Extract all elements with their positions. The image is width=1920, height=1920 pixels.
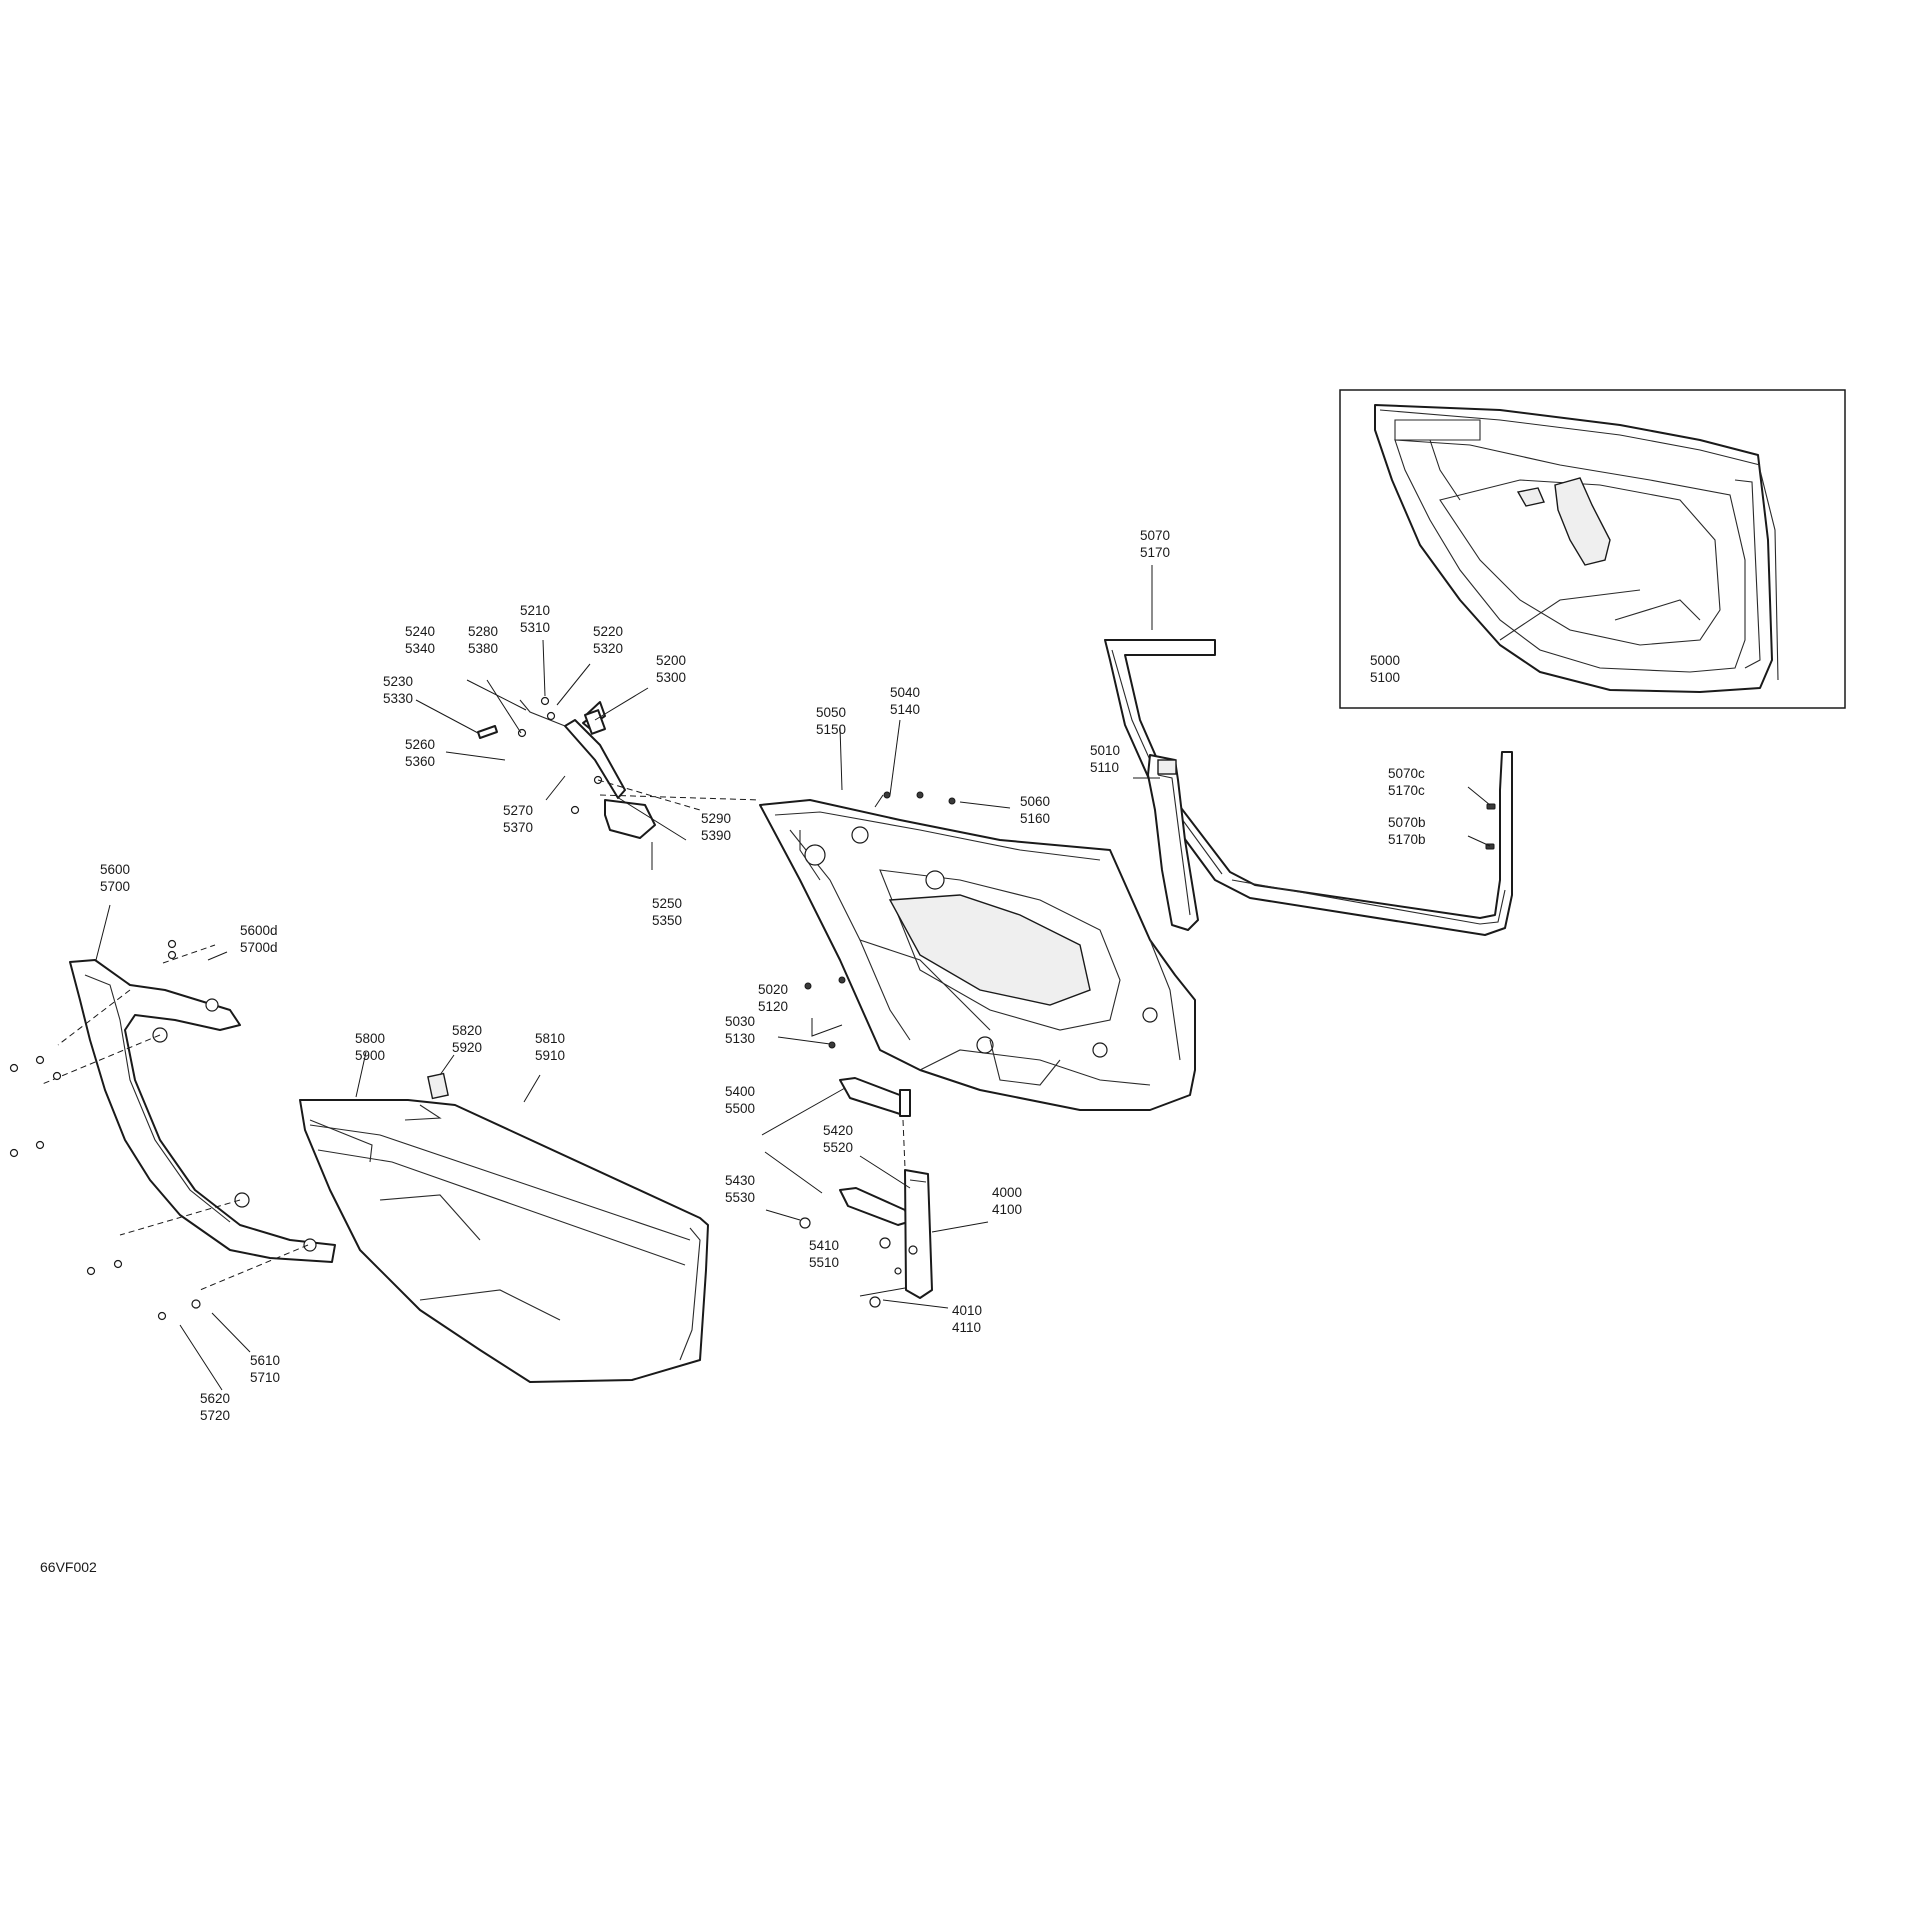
door-inner-frame: [759, 799, 1196, 1111]
door-hinges: [799, 1077, 933, 1308]
trim-fasteners: [9, 1055, 201, 1321]
seal-clips: [1485, 803, 1496, 850]
door-bracket: [1147, 754, 1199, 931]
frame-fasteners: [804, 791, 956, 1049]
assembled-door-inset: 5000 5100: [1339, 389, 1846, 709]
leader-lines: [95, 565, 1491, 1391]
assembled-door-drawing: [1374, 404, 1779, 693]
inset-callout-line-2: 5100: [1370, 670, 1400, 685]
outer-door-panel: [299, 1072, 709, 1383]
lower-door-trim: [39, 939, 336, 1291]
inset-callout-line-1: 5000: [1370, 653, 1400, 668]
drawing-reference-code: 66VF002: [40, 1559, 97, 1575]
inset-frame: [1339, 389, 1846, 709]
